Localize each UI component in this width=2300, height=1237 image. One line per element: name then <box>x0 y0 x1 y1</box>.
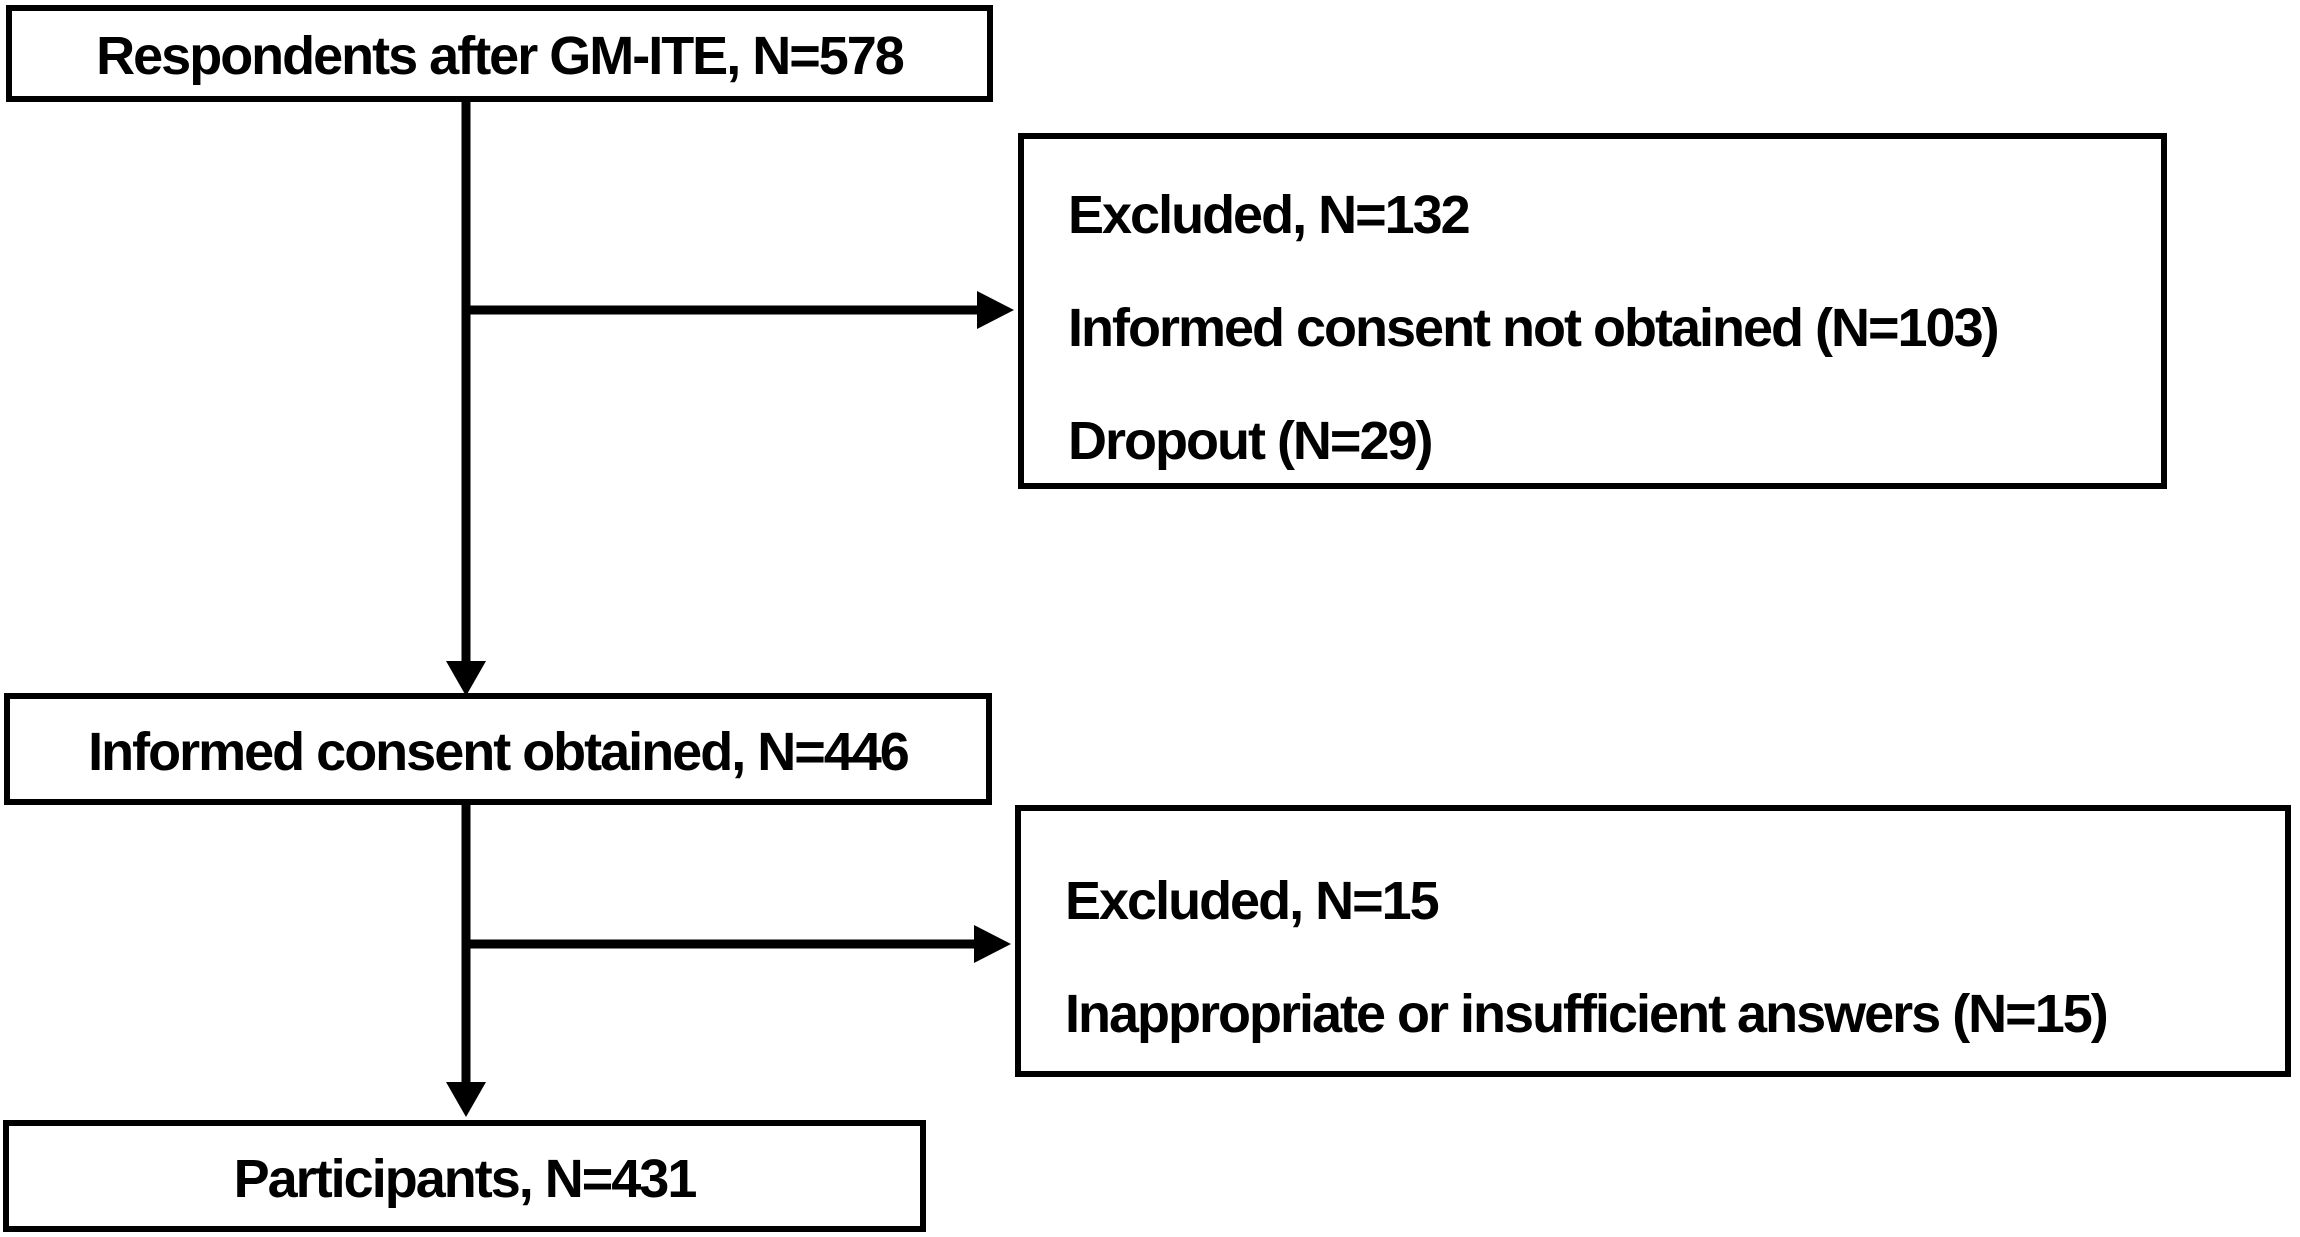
arrow-branch-to-excluded-1 <box>462 291 1014 329</box>
excluded-2-line-total: Excluded, N=15 <box>1065 871 1440 931</box>
node-participants-box: Participants, N=431 <box>3 1120 926 1232</box>
excluded-1-line-consent-not-obtained: Informed consent not obtained (N=103) <box>1068 298 2000 358</box>
arrow-consent-to-participants <box>446 805 486 1117</box>
node-respondents-box: Respondents after GM-ITE, N=578 <box>6 5 993 102</box>
excluded-1-line-total: Excluded, N=132 <box>1068 185 1471 245</box>
node-participants-label: Participants, N=431 <box>233 1148 698 1209</box>
node-excluded-2-box: Excluded, N=15 Inappropriate or insuffic… <box>1015 805 2291 1077</box>
node-excluded-1-box: Excluded, N=132 Informed consent not obt… <box>1018 133 2167 489</box>
arrow-branch-to-excluded-2 <box>462 925 1011 963</box>
node-consent-box: Informed consent obtained, N=446 <box>4 693 992 805</box>
excluded-2-line-insufficient-answers: Inappropriate or insufficient answers (N… <box>1065 984 2109 1044</box>
node-respondents-label: Respondents after GM-ITE, N=578 <box>96 26 905 87</box>
excluded-1-line-dropout: Dropout (N=29) <box>1068 411 1434 471</box>
arrow-respondents-to-consent <box>446 101 486 696</box>
node-consent-label: Informed consent obtained, N=446 <box>88 721 910 782</box>
